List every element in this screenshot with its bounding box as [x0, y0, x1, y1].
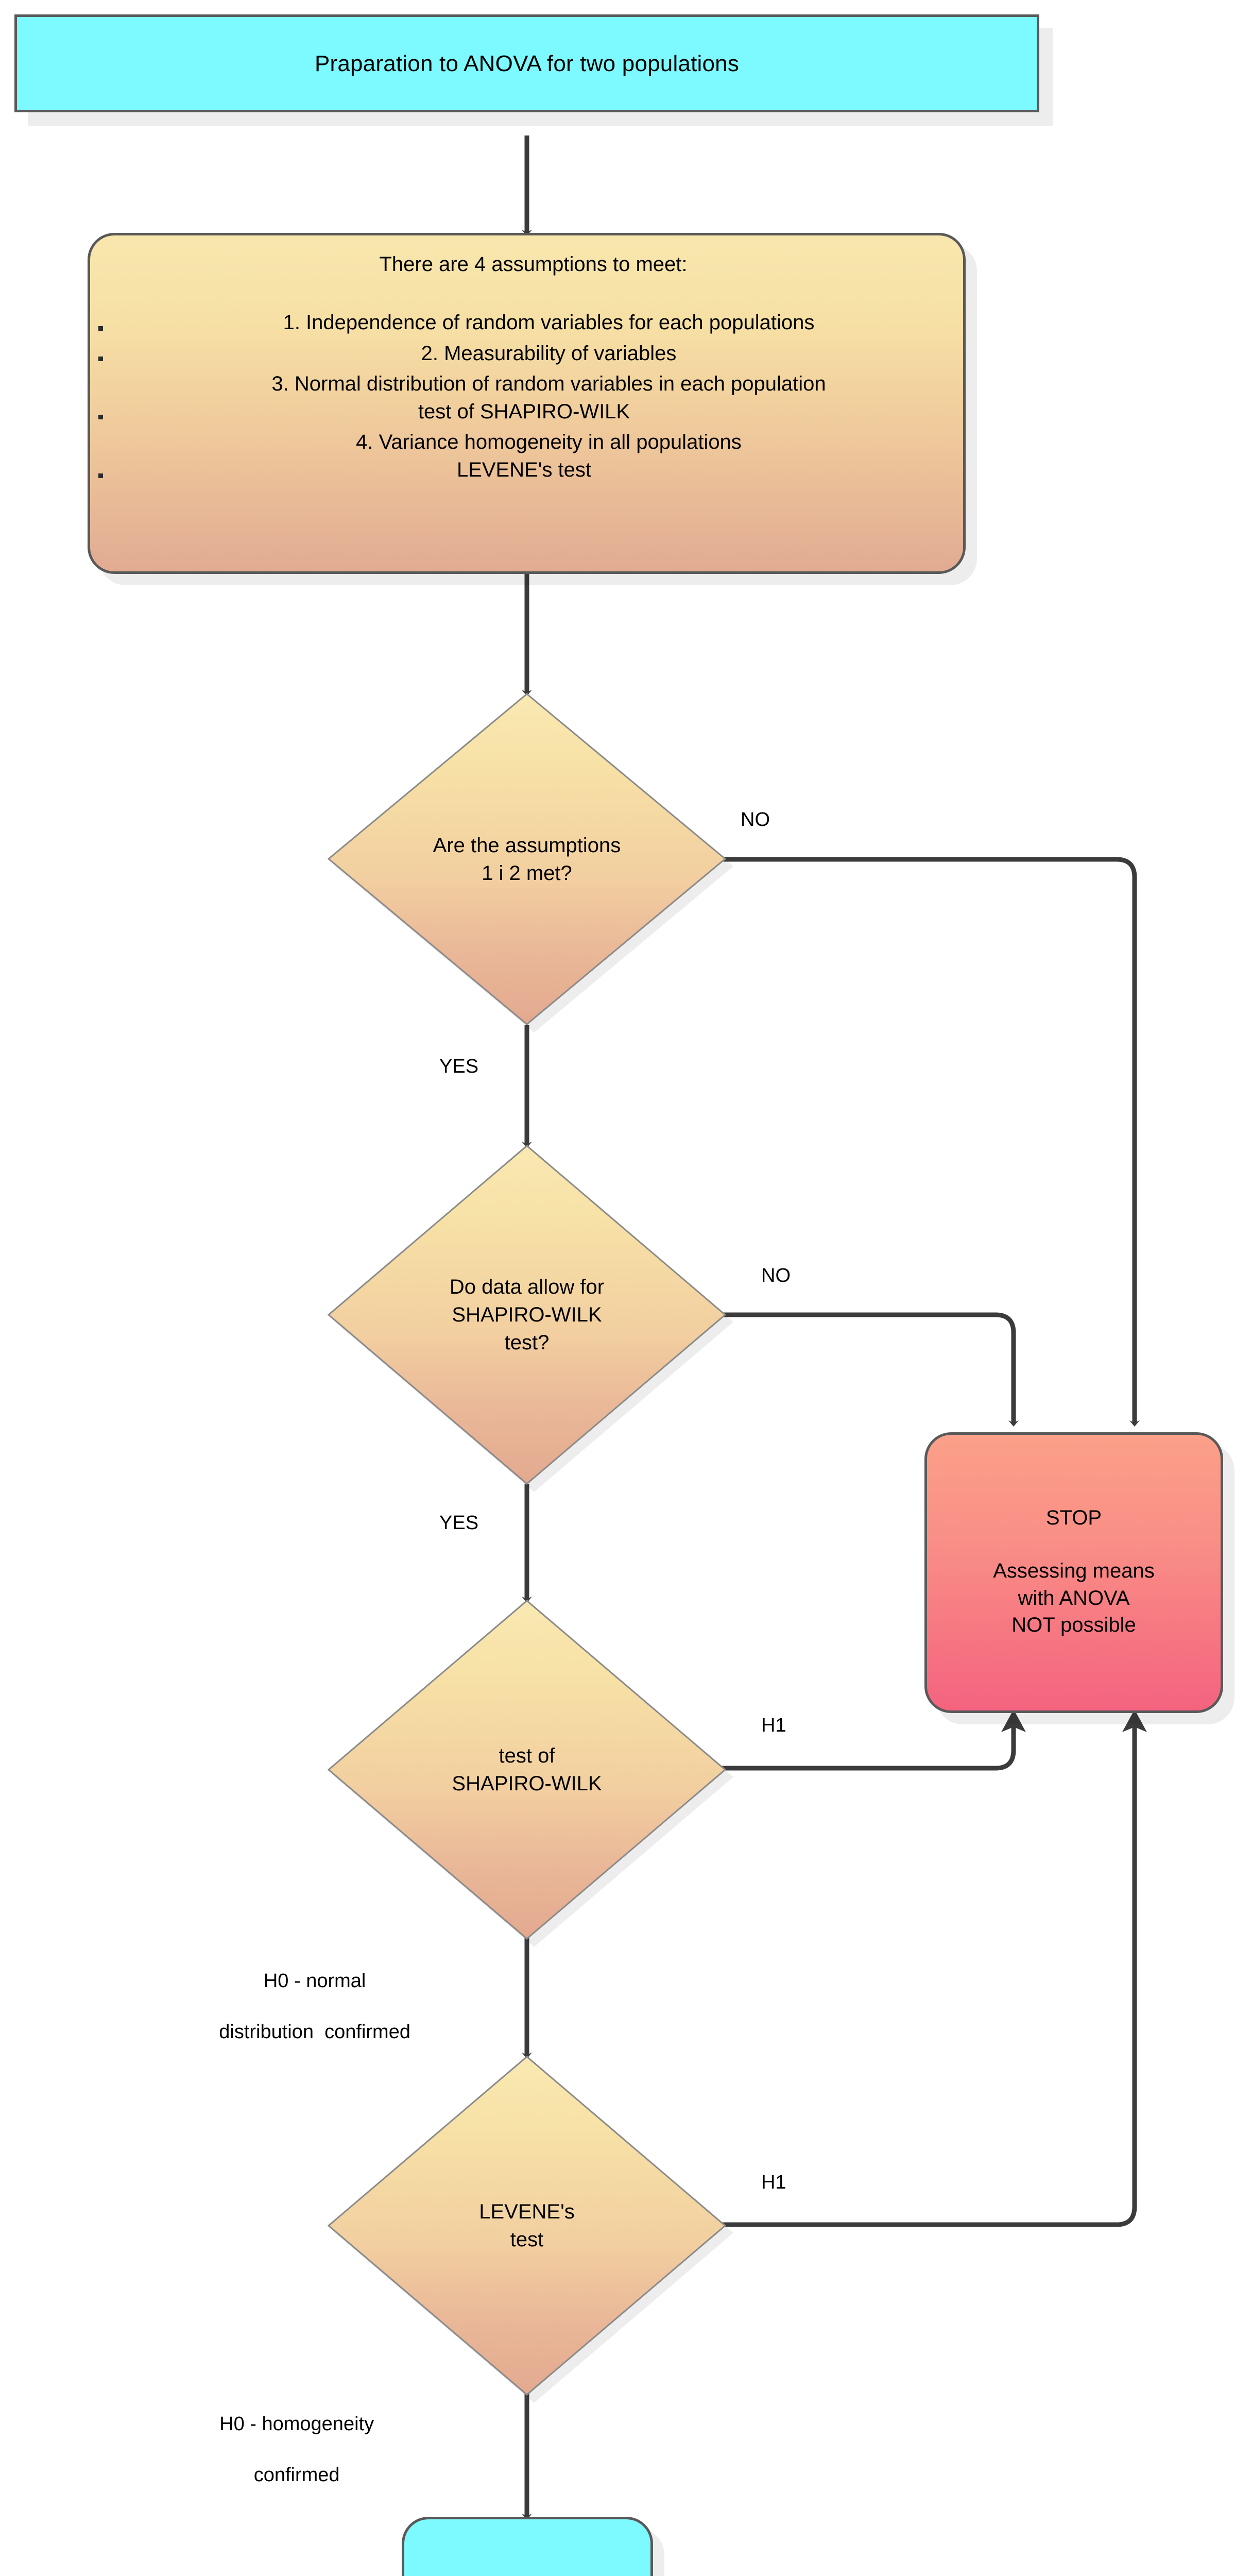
decision3-line2: SHAPIRO-WILK	[452, 1772, 602, 1795]
edge-label-h0-normal-line2: distribution confirmed	[219, 2021, 410, 2043]
stop-line3: NOT possible	[1011, 1614, 1136, 1637]
edge-label-h0-normal: H0 - normal distribution confirmed	[149, 1943, 458, 2071]
node-decision-assumptions-1-2: Are the assumptions 1 i 2 met?	[328, 693, 733, 1032]
assumption-item-3: 3. Normal distribution of random variabl…	[90, 370, 963, 426]
bullet-dot-icon	[98, 357, 103, 362]
decision2-line3: test?	[504, 1331, 550, 1354]
edge-label-h0-normal-line1: H0 - normal	[263, 1970, 366, 1992]
bullet-dot-icon	[98, 326, 103, 331]
decision4-text: LEVENE's test	[359, 2056, 694, 2396]
node-assessing-means-anova: Assessing means with ANOVA	[402, 2517, 653, 2576]
decision1-text: Are the assumptions 1 i 2 met?	[359, 693, 694, 1025]
assumption-item-3-subtext: test of SHAPIRO-WILK	[418, 400, 630, 423]
decision4-line2: test	[510, 2228, 544, 2251]
node-title: Praparation to ANOVA for two populations	[14, 14, 1039, 112]
bullet-dot-icon	[98, 415, 103, 420]
decision2-line2: SHAPIRO-WILK	[452, 1303, 602, 1326]
edge-label-h1-shapiro: H1	[761, 1715, 786, 1736]
edge-label-yes-1: YES	[439, 1056, 479, 1077]
edge-label-h0-homog-line2: confirmed	[253, 2464, 340, 2486]
node-decision-shapiro-test: test of SHAPIRO-WILK	[328, 1600, 733, 1947]
decision3-text: test of SHAPIRO-WILK	[359, 1600, 694, 1940]
edge-label-yes-2: YES	[439, 1512, 479, 1534]
decision4-line1: LEVENE's	[479, 2200, 575, 2223]
node-title-label: Praparation to ANOVA for two populations	[314, 50, 740, 76]
decision2-text: Do data allow for SHAPIRO-WILK test?	[359, 1145, 694, 1485]
node-assumptions: There are 4 assumptions to meet: 1. Inde…	[88, 233, 966, 574]
assumption-item-4-text: 4. Variance homogeneity in all populatio…	[356, 431, 742, 454]
stop-body: Assessing means with ANOVA NOT possible	[993, 1557, 1154, 1639]
edge-label-h1-levene: H1	[761, 2172, 786, 2193]
assumption-item-1-text: 1. Independence of random variables for …	[283, 311, 815, 334]
decision1-outline	[328, 693, 726, 1025]
assumption-item-2: 2. Measurability of variables	[90, 340, 963, 368]
decision1-line1: Are the assumptions	[433, 834, 621, 857]
stop-title: STOP	[1045, 1506, 1102, 1529]
assumptions-list: 1. Independence of random variables for …	[90, 309, 963, 484]
decision2-line1: Do data allow for	[449, 1276, 605, 1298]
edge-label-no-2: NO	[761, 1265, 791, 1286]
assumption-item-4-subtext: LEVENE's test	[456, 458, 592, 481]
decision1-line2: 1 i 2 met?	[482, 861, 572, 885]
assumptions-heading: There are 4 assumptions to meet:	[379, 253, 688, 276]
decision3-line1: test of	[499, 1744, 555, 1767]
edge-label-no-1: NO	[741, 809, 770, 831]
assumption-item-2-text: 2. Measurability of variables	[421, 342, 677, 365]
assumption-item-3-text: 3. Normal distribution of random variabl…	[271, 372, 826, 396]
node-decision-shapiro-allowed: Do data allow for SHAPIRO-WILK test?	[328, 1145, 733, 1492]
edge-label-h0-homog-line1: H0 - homogeneity	[219, 2413, 374, 2435]
node-stop: STOP Assessing means with ANOVA NOT poss…	[924, 1432, 1223, 1713]
node-decision-levene-test: LEVENE's test	[328, 2056, 733, 2403]
bullet-dot-icon	[98, 473, 103, 478]
assumption-item-1: 1. Independence of random variables for …	[90, 309, 963, 337]
edge-label-h0-homogeneity: H0 - homogeneity confirmed	[131, 2386, 440, 2514]
stop-line1: Assessing means	[993, 1559, 1155, 1582]
assumption-item-4: 4. Variance homogeneity in all populatio…	[90, 429, 963, 484]
stop-line2: with ANOVA	[1018, 1586, 1130, 1609]
